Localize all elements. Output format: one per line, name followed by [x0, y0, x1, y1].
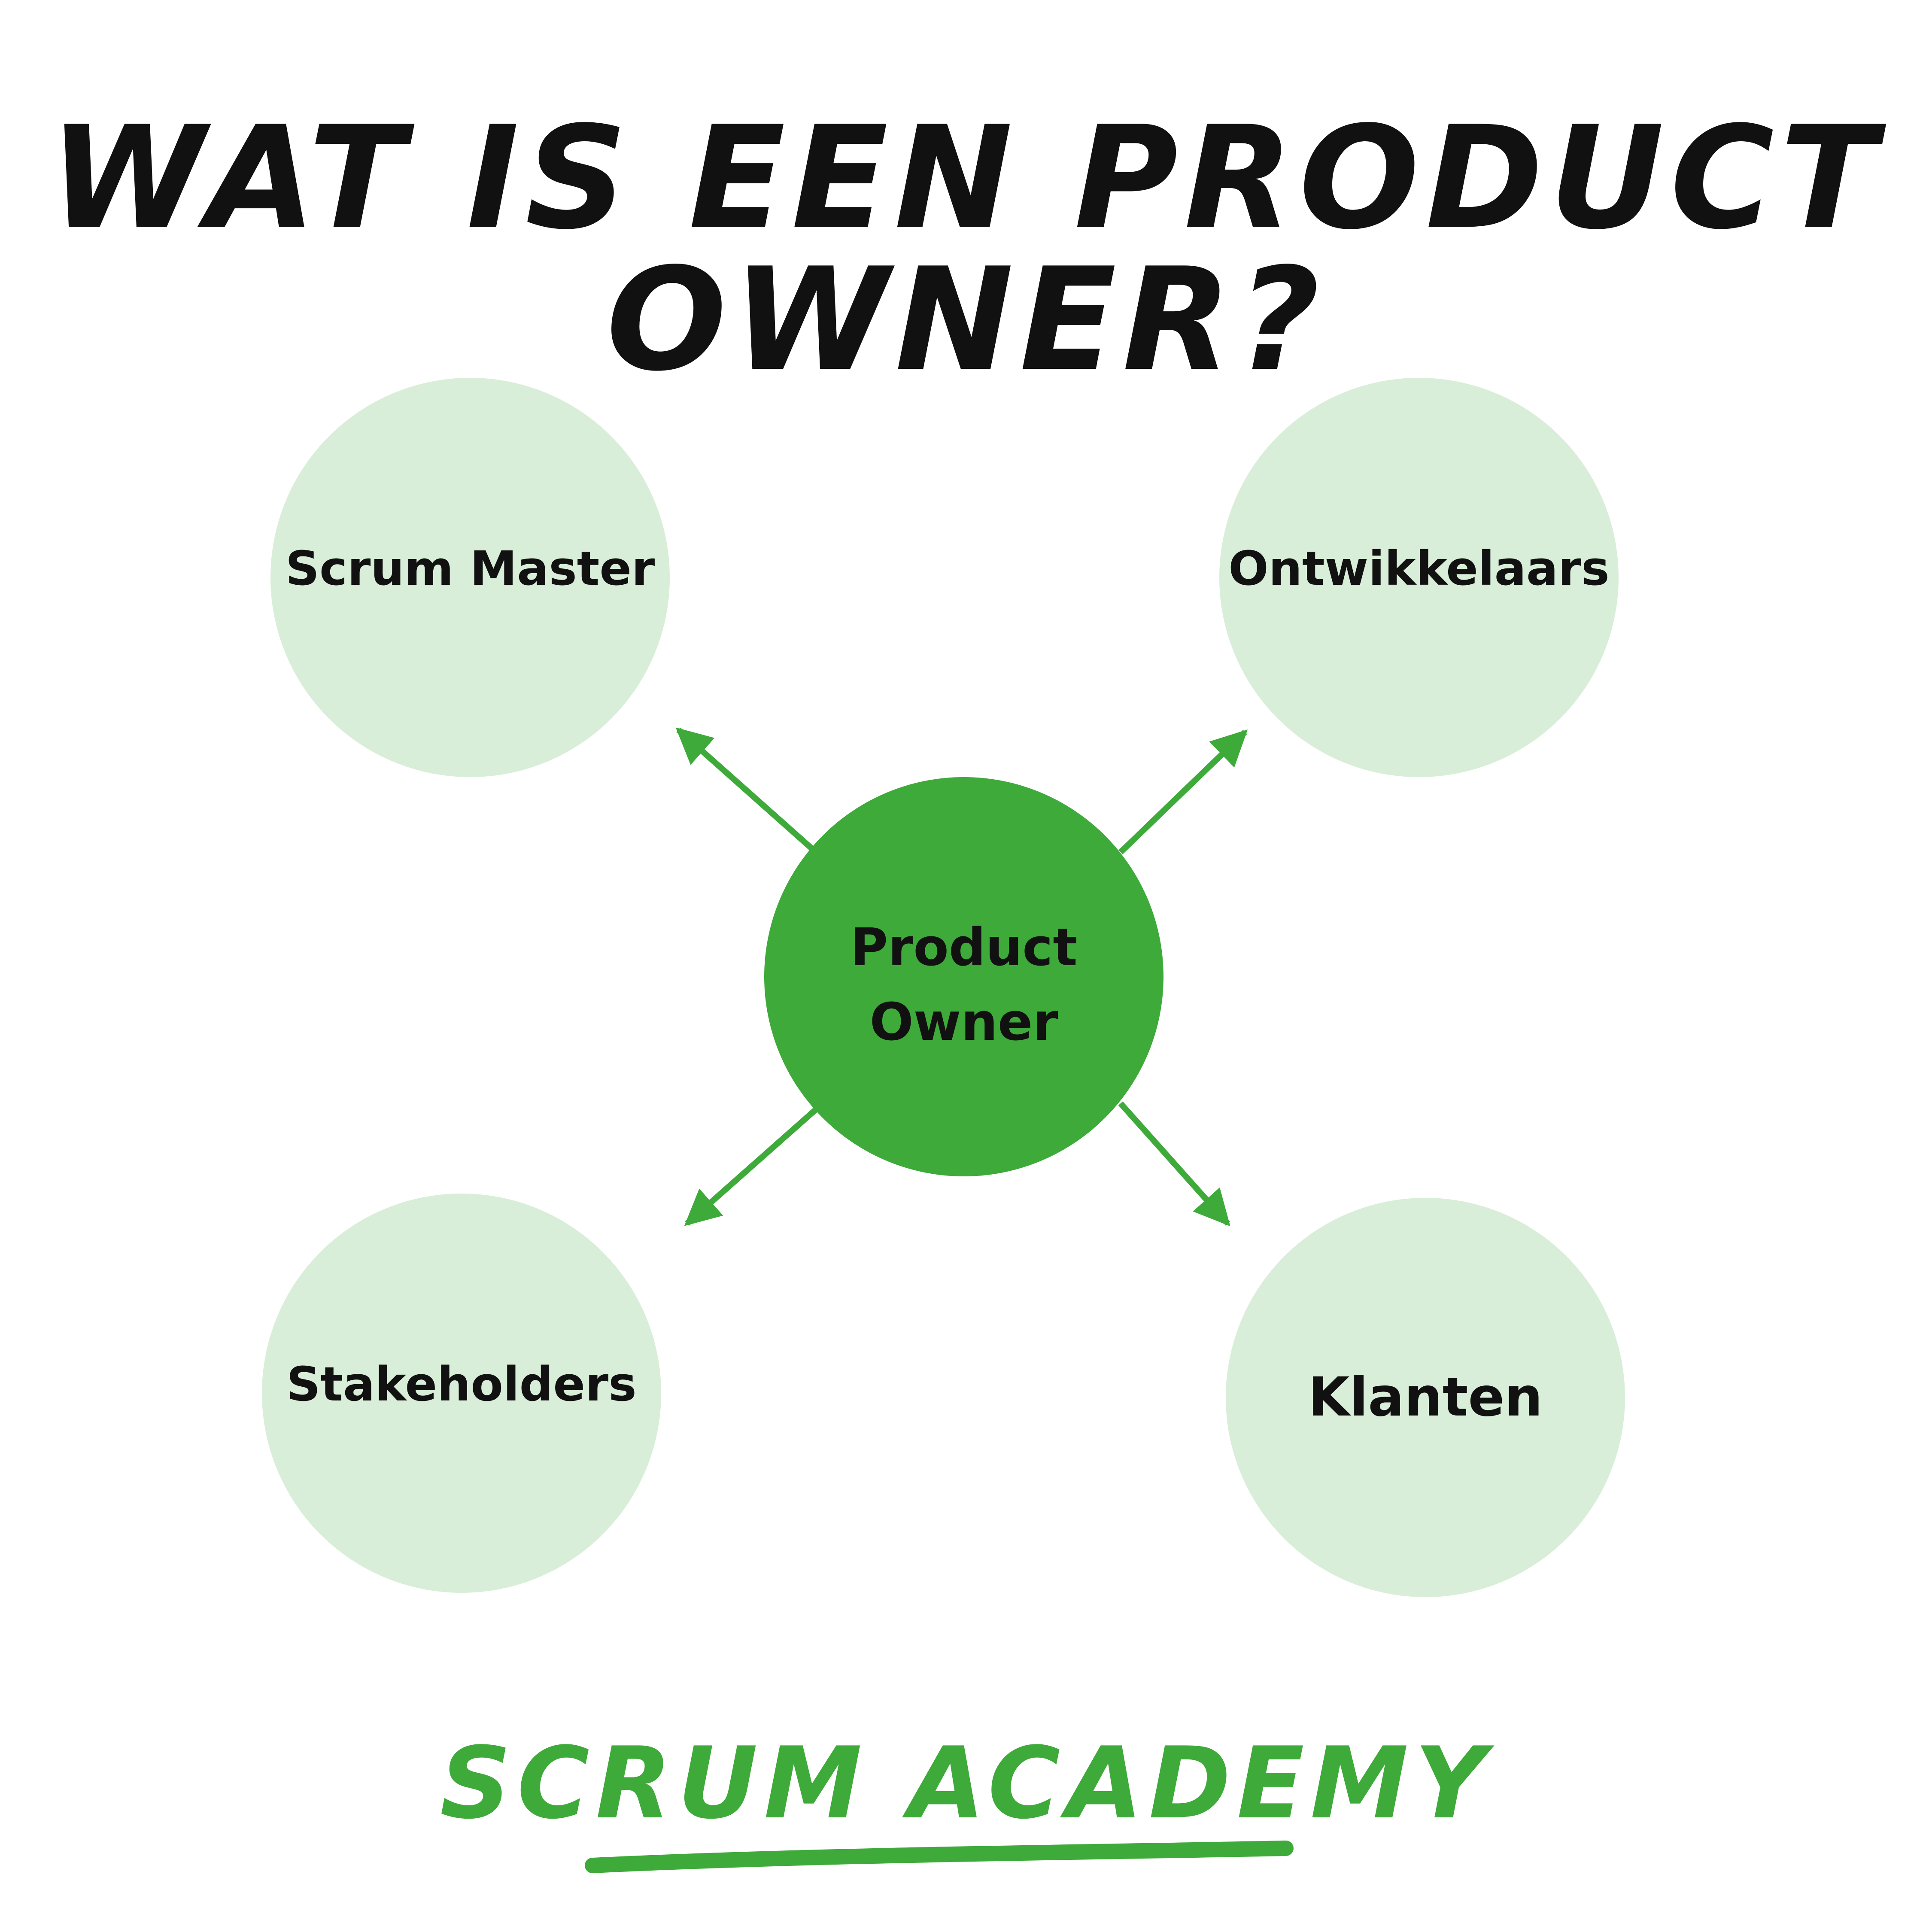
node-scrum-master: Scrum Master [270, 378, 670, 777]
node-label: Klanten [1308, 1366, 1543, 1429]
node-stakeholders: Stakeholders [262, 1194, 661, 1593]
arrow-to-stakeholders [684, 1105, 820, 1226]
node-ontwikkelaars: Ontwikkelaars [1219, 378, 1619, 777]
arrow-to-scrum-master [675, 727, 816, 853]
node-product-owner: Product Owner [764, 777, 1163, 1176]
node-label: Ontwikkelaars [1228, 541, 1610, 596]
arrow-to-klanten [1118, 1101, 1230, 1227]
brand-logo: SCRUM ACADEMY [440, 1726, 1492, 1841]
node-label: Scrum Master [285, 541, 655, 596]
node-klanten: Klanten [1226, 1198, 1625, 1597]
arrow-to-ontwikkelaars [1118, 729, 1248, 855]
page-title: WAT IS EEN PRODUCT OWNER? [49, 96, 1883, 402]
node-label: Stakeholders [286, 1357, 637, 1412]
center-label: Product Owner [850, 918, 1078, 1052]
